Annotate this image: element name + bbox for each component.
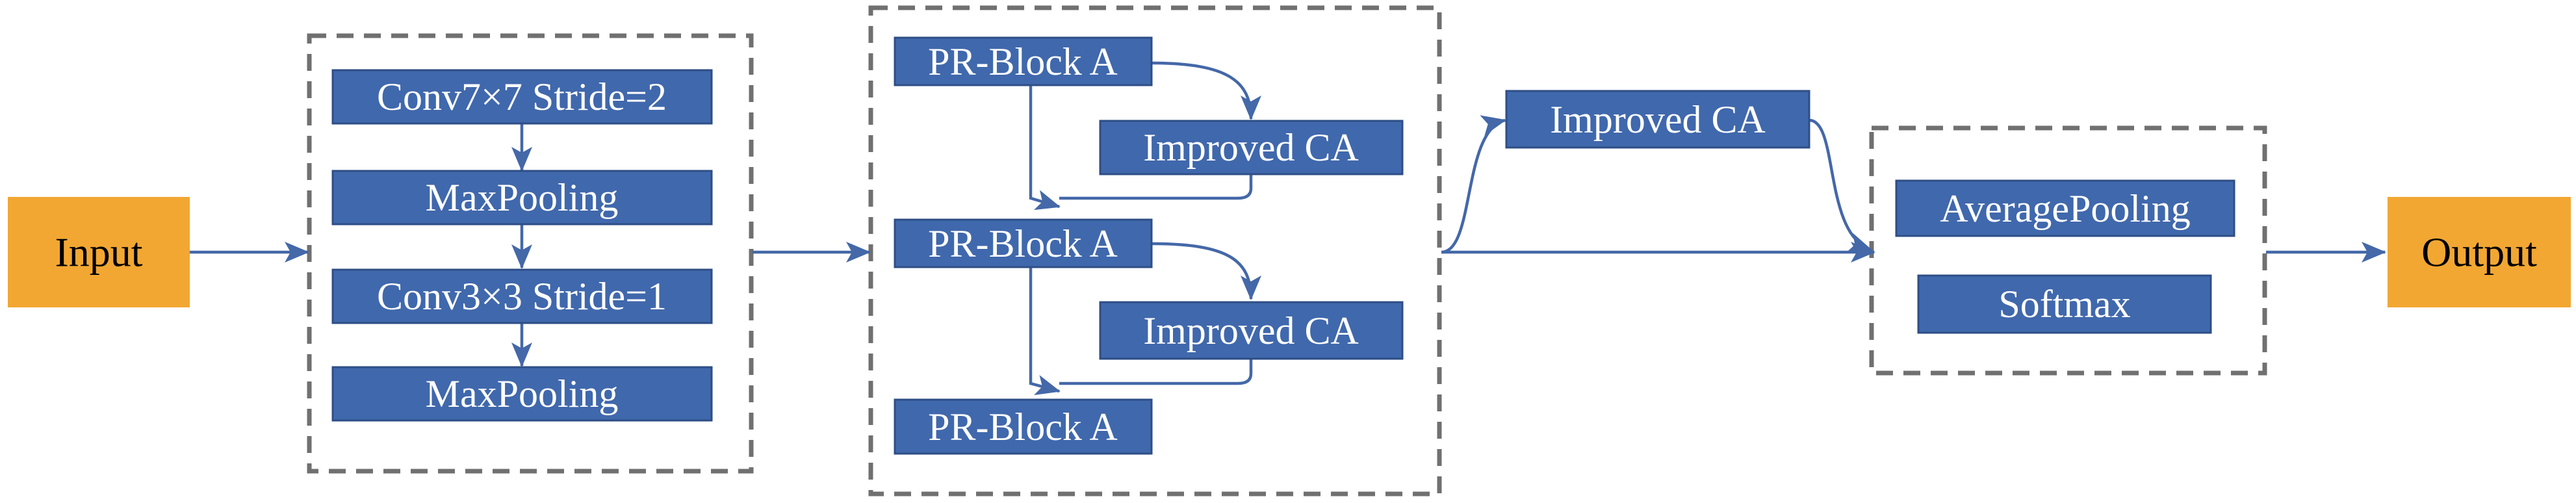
arrow-pr-group-to-middle-ca [1441, 115, 1506, 254]
arrow-ca1-to-block2 [1059, 174, 1253, 200]
maxpooling-block-1: MaxPooling [331, 170, 713, 226]
conv3x3-block: Conv3×3 Stride=1 [331, 268, 713, 324]
conv7x7-block: Conv7×7 Stride=2 [331, 69, 713, 125]
improved-ca-2: Improved CA [1099, 301, 1404, 360]
softmax-block: Softmax [1917, 274, 2212, 334]
averagepooling-label: AveragePooling [1940, 187, 2190, 230]
arrow-block2-to-ca2 [1151, 242, 1261, 300]
stem-group-box [307, 33, 754, 474]
arrow-block1-to-ca1 [1151, 61, 1261, 120]
pr-block-a-3: PR-Block A [894, 398, 1153, 455]
conv7x7-label: Conv7×7 Stride=2 [377, 75, 667, 118]
averagepooling-block: AveragePooling [1895, 179, 2235, 237]
output-node: Output [2388, 197, 2571, 307]
input-node: Input [8, 197, 190, 307]
improved-ca-middle: Improved CA [1505, 90, 1810, 149]
improved-ca-1: Improved CA [1099, 120, 1404, 175]
input-label: Input [55, 229, 142, 276]
pr-block-a-1-label: PR-Block A [928, 40, 1118, 83]
pr-block-a-2: PR-Block A [894, 218, 1153, 268]
pr-block-a-1: PR-Block A [894, 36, 1153, 86]
softmax-label: Softmax [1998, 283, 2130, 326]
arrow-middle-ca-to-head [1809, 118, 1873, 253]
head-group-box [1869, 125, 2267, 376]
improved-ca-2-label: Improved CA [1143, 309, 1359, 352]
arrow-block2-skip [1029, 267, 1061, 395]
conv3x3-label: Conv3×3 Stride=1 [377, 275, 667, 318]
arrow-block1-skip [1029, 85, 1061, 211]
pr-block-a-3-label: PR-Block A [928, 406, 1118, 448]
maxpooling-1-label: MaxPooling [426, 176, 619, 219]
pr-block-group-box [868, 5, 1442, 497]
improved-ca-1-label: Improved CA [1143, 126, 1359, 169]
maxpooling-2-label: MaxPooling [426, 372, 619, 415]
arrow-ca2-to-block3 [1059, 359, 1253, 385]
pr-block-a-2-label: PR-Block A [928, 222, 1118, 265]
maxpooling-block-2: MaxPooling [331, 366, 713, 422]
improved-ca-middle-label: Improved CA [1550, 98, 1766, 141]
output-label: Output [2421, 229, 2537, 276]
